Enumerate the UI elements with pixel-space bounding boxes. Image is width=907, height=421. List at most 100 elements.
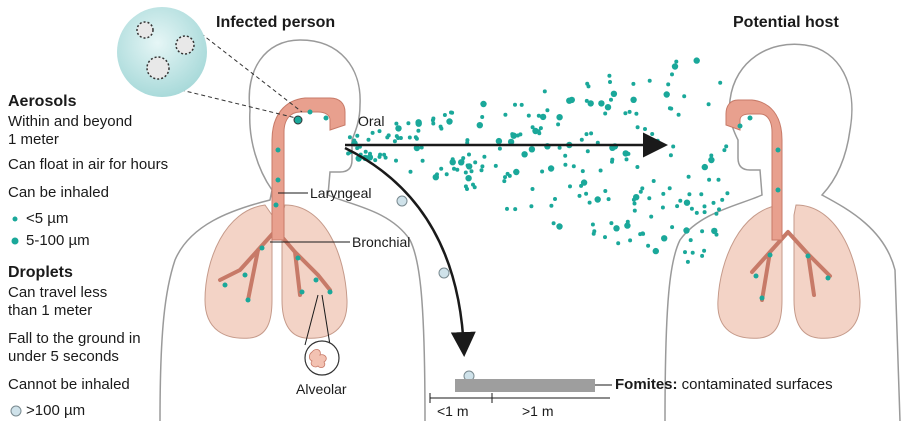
aerosol-particle xyxy=(682,94,686,98)
aerosol-particle xyxy=(439,125,443,129)
aerosol-particle xyxy=(678,199,682,203)
aerosol-particle xyxy=(628,238,632,242)
aerosol-particle xyxy=(628,110,632,114)
aerosol-particle xyxy=(431,122,435,126)
bronchial-label: Bronchial xyxy=(352,234,410,251)
aerosol-particle xyxy=(636,125,640,129)
aerosol-particle xyxy=(623,111,627,115)
droplets-line1: Can travel less xyxy=(8,284,107,301)
aerosol-particle xyxy=(520,103,524,107)
aerosol-particle xyxy=(371,131,375,135)
aerosol-particle xyxy=(694,57,700,63)
aerosol-particle xyxy=(540,114,546,120)
aerosol-particle xyxy=(702,164,708,170)
aerosol-particle xyxy=(616,241,620,245)
aerosol-particle xyxy=(725,191,729,195)
aerosol-particle xyxy=(480,164,484,168)
aerosol-particle xyxy=(700,254,704,258)
aerosol-particle xyxy=(603,189,607,193)
aerosol-particle xyxy=(640,186,644,190)
aerosol-particle xyxy=(348,135,352,139)
aerosol-particle xyxy=(670,225,674,229)
aerosol-particle xyxy=(496,138,502,144)
aerosol-particle xyxy=(563,154,567,158)
scale-near-label: <1 m xyxy=(437,403,469,420)
aerosol-particle xyxy=(699,192,703,196)
aerosol-small-label: <5 µm xyxy=(26,210,68,227)
aerosol-particle xyxy=(473,185,477,189)
aerosol-particle xyxy=(511,133,517,139)
aerosol-particle xyxy=(714,212,718,216)
aerosol-particle xyxy=(406,121,410,125)
aerosol-particle xyxy=(464,171,468,175)
aerosol-particle xyxy=(646,244,650,248)
aerosol-particle xyxy=(691,251,695,255)
aerosol-particle xyxy=(396,136,400,140)
aerosol-particle xyxy=(703,210,707,214)
aerosol-particle xyxy=(709,154,713,158)
aerosol-particle xyxy=(572,164,576,168)
aerosol-particle xyxy=(707,178,711,182)
aerosol-particle xyxy=(707,102,711,106)
aerosol-particle xyxy=(700,229,704,233)
aerosol-particle xyxy=(595,196,601,202)
aerosol-particle xyxy=(592,229,596,233)
aerosol-particle xyxy=(708,157,714,163)
aerosol-particle xyxy=(445,172,449,176)
aerosol-particle xyxy=(589,131,593,135)
aerosol-particle xyxy=(672,63,678,69)
aerosol-particle xyxy=(581,169,585,173)
droplet xyxy=(439,268,449,278)
aerosol-particle xyxy=(690,207,694,211)
aerosol-particle xyxy=(364,150,368,154)
aerosol-particle xyxy=(467,153,471,157)
aerosols-line2: 1 meter xyxy=(8,131,59,148)
aerosol-particle xyxy=(540,170,544,174)
aerosol-particle xyxy=(482,155,486,159)
aerosol-particle xyxy=(556,122,560,126)
aerosol-particle xyxy=(480,115,484,119)
aerosol-particle xyxy=(502,179,506,183)
laryngeal-label: Laryngeal xyxy=(310,185,372,202)
aerosol-particle xyxy=(585,132,589,136)
aerosol-particle xyxy=(513,169,519,175)
aerosol-particle xyxy=(508,174,512,178)
aerosol-particle xyxy=(656,139,660,143)
aerosol-particle xyxy=(466,163,472,169)
aerosols-line3: Can float in air for hours xyxy=(8,156,168,173)
infected-title: Infected person xyxy=(216,14,335,31)
aerosol-particle xyxy=(607,74,611,78)
aerosol-particle xyxy=(531,187,535,191)
aerosol-particle xyxy=(675,204,679,208)
aerosol-particle xyxy=(653,248,659,254)
aerosol-particle xyxy=(652,147,656,151)
aerosol-particle xyxy=(635,165,639,169)
aerosol-particle xyxy=(568,184,572,188)
aerosol-particle xyxy=(666,82,670,86)
aerosol-particle xyxy=(373,158,377,162)
aerosol-particle xyxy=(669,153,673,157)
aerosol-particle xyxy=(717,178,721,182)
aerosol-particle xyxy=(409,170,413,174)
aerosol-particle xyxy=(543,89,547,93)
aerosol-particle xyxy=(687,175,691,179)
aerosol-particle xyxy=(480,168,484,172)
aerosol-particle xyxy=(652,179,656,183)
aerosol-particle xyxy=(498,147,502,151)
aerosol-particle xyxy=(537,129,541,133)
host-title: Potential host xyxy=(733,14,839,31)
aerosol-particle xyxy=(609,221,613,225)
aerosol-particle xyxy=(581,179,587,185)
aerosol-particle xyxy=(470,169,474,173)
aerosol-particle xyxy=(625,157,629,161)
aerosol-particle xyxy=(527,114,531,118)
aerosol-particle xyxy=(712,201,716,205)
aerosol-particle xyxy=(549,204,553,208)
aerosol-particle xyxy=(394,159,398,163)
aerosol-particle xyxy=(683,250,687,254)
aerosol-particle xyxy=(664,91,670,97)
aerosol-particle xyxy=(503,113,507,117)
aerosol-particle xyxy=(563,163,567,167)
aerosol-particle xyxy=(677,113,681,117)
aerosol-particle xyxy=(702,249,706,253)
